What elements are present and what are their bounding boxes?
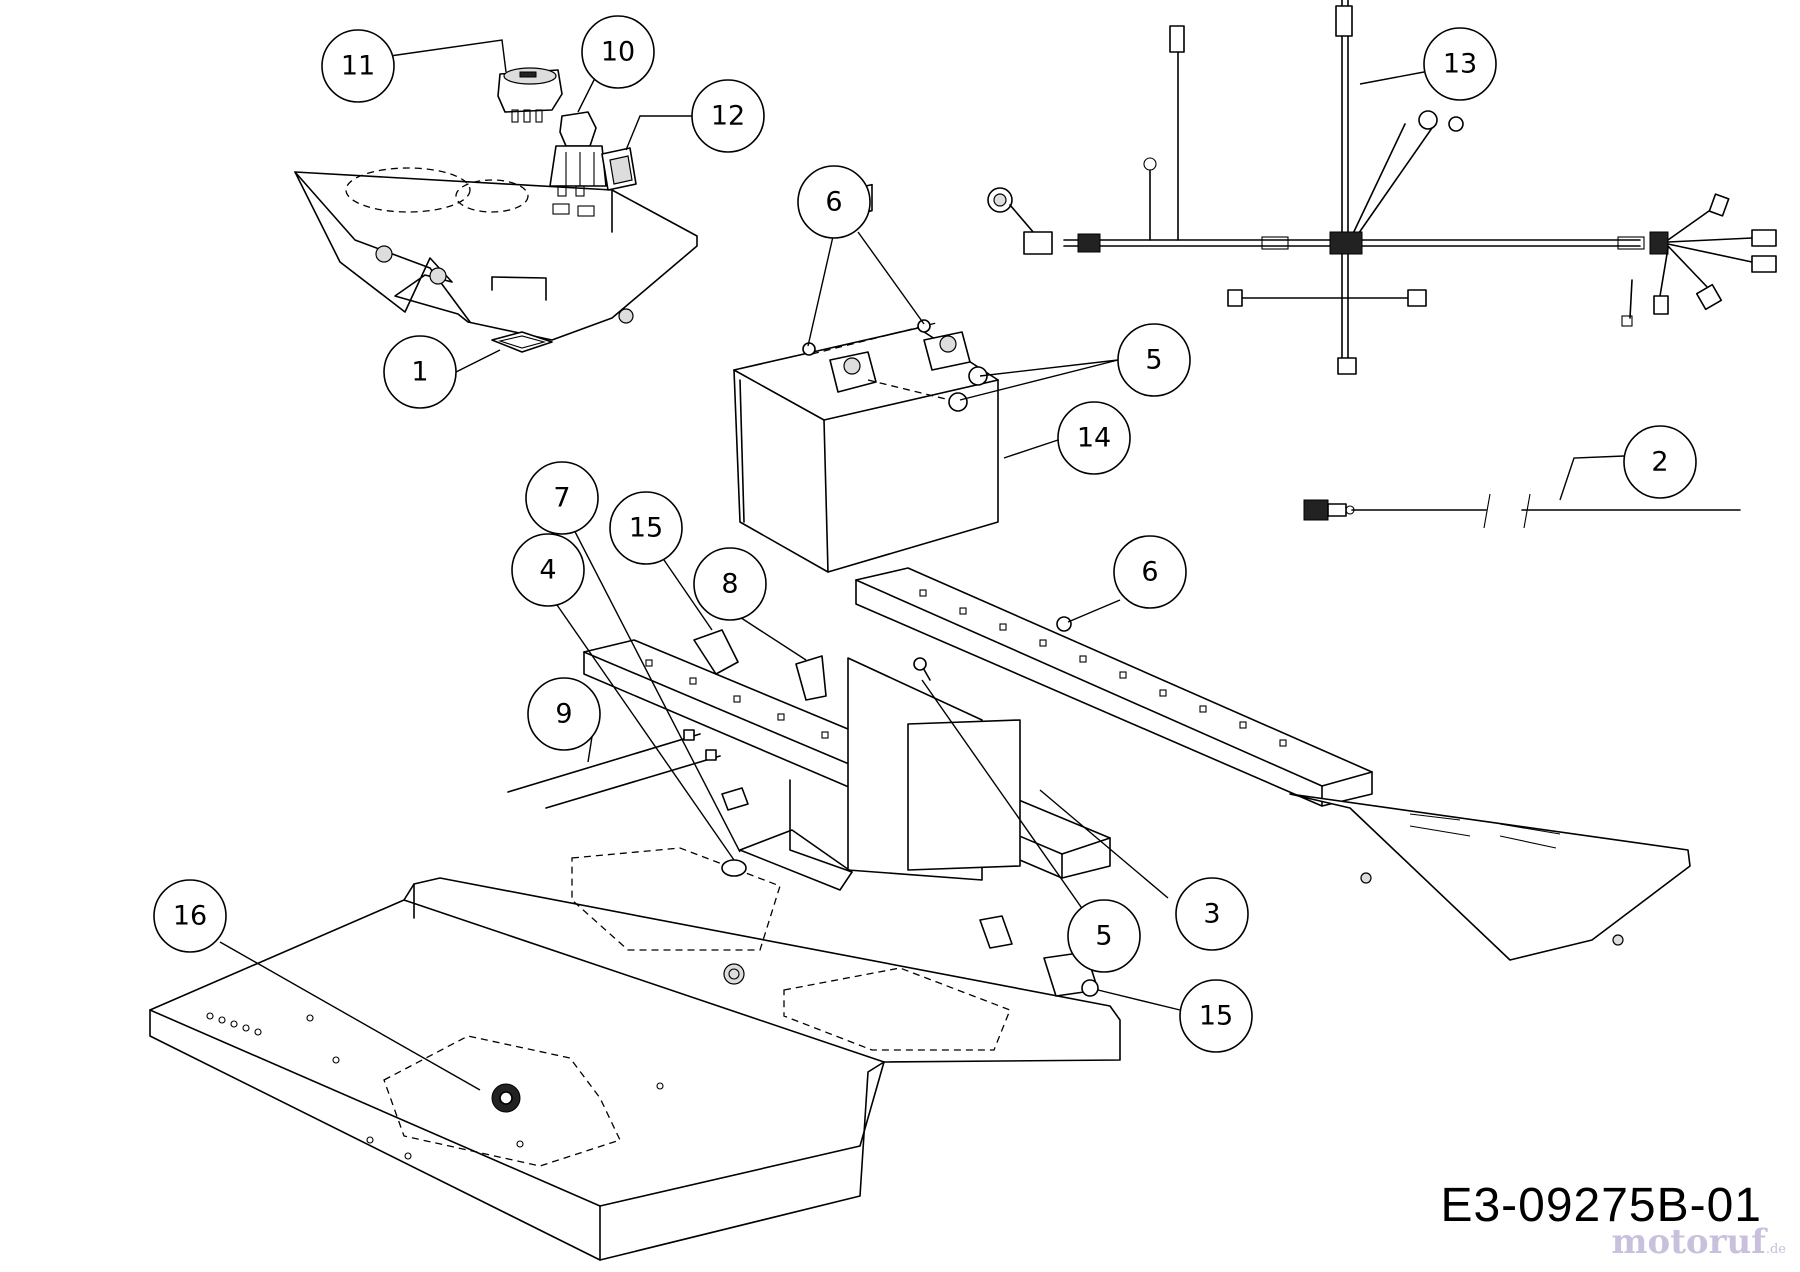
watermark-suffix: .de — [1765, 1242, 1786, 1257]
svg-text:15: 15 — [1199, 1001, 1233, 1032]
callout-16: 16 — [153, 879, 227, 953]
callout-4: 4 — [511, 533, 585, 607]
leader-lines — [219, 39, 1625, 1091]
bolt-5b — [913, 657, 931, 681]
callout-15-seat: 15 — [609, 491, 683, 565]
wiring-harness — [987, 0, 1777, 375]
battery-tray — [739, 657, 1021, 891]
svg-text:16: 16 — [173, 901, 207, 932]
svg-text:5: 5 — [1095, 921, 1112, 952]
svg-text:6: 6 — [1141, 557, 1158, 588]
svg-text:10: 10 — [601, 37, 635, 68]
callout-13: 13 — [1423, 27, 1497, 101]
svg-text:7: 7 — [553, 483, 570, 514]
callout-2: 2 — [1623, 425, 1697, 499]
floor-pan — [149, 847, 1121, 1261]
svg-text:13: 13 — [1443, 49, 1477, 80]
svg-text:4: 4 — [539, 555, 556, 586]
callout-15-brake: 15 — [1179, 979, 1253, 1053]
ground-wire — [1303, 493, 1741, 529]
svg-text:11: 11 — [341, 51, 375, 82]
callout-3: 3 — [1175, 877, 1249, 951]
callout-10: 10 — [581, 15, 655, 89]
callout-14: 14 — [1057, 401, 1131, 475]
bolt-nut-4 — [721, 787, 749, 877]
callout-11: 11 — [321, 29, 395, 103]
svg-text:6: 6 — [825, 187, 842, 218]
watermark-text: motoruf — [1611, 1222, 1766, 1262]
watermark: motoruf.de — [1612, 1222, 1786, 1262]
callout-12: 12 — [691, 79, 765, 153]
light-switch — [601, 147, 637, 191]
key-switch-grommet — [491, 331, 553, 353]
callout-6-battery: 6 — [797, 165, 871, 239]
callout-8: 8 — [693, 547, 767, 621]
svg-text:2: 2 — [1651, 447, 1668, 478]
callout-5-battery: 5 — [1117, 323, 1191, 397]
floor-pan-holes — [206, 1012, 664, 1160]
svg-text:12: 12 — [711, 101, 745, 132]
cable-ties — [507, 729, 721, 809]
drawing-code: E3-09275B-01 — [1440, 1179, 1762, 1232]
svg-text:3: 3 — [1203, 899, 1220, 930]
pto-switch — [549, 111, 607, 197]
ignition-switch — [497, 67, 563, 123]
callout-7: 7 — [525, 461, 599, 535]
nut-6b — [1056, 616, 1072, 632]
svg-text:5: 5 — [1145, 345, 1162, 376]
svg-text:14: 14 — [1077, 423, 1111, 454]
callout-5-frame: 5 — [1067, 899, 1141, 973]
rear-frame-crossbar — [855, 567, 1691, 961]
svg-text:8: 8 — [721, 569, 738, 600]
seat-switch-15a — [693, 629, 739, 675]
dashboard-panel — [294, 167, 698, 341]
callout-1: 1 — [383, 335, 457, 409]
clip-8 — [795, 655, 827, 701]
svg-text:15: 15 — [629, 513, 663, 544]
svg-text:1: 1 — [411, 357, 428, 388]
frame-holes — [919, 589, 1287, 747]
svg-text:9: 9 — [555, 699, 572, 730]
callout-9: 9 — [527, 677, 601, 751]
callout-6-frame: 6 — [1113, 535, 1187, 609]
